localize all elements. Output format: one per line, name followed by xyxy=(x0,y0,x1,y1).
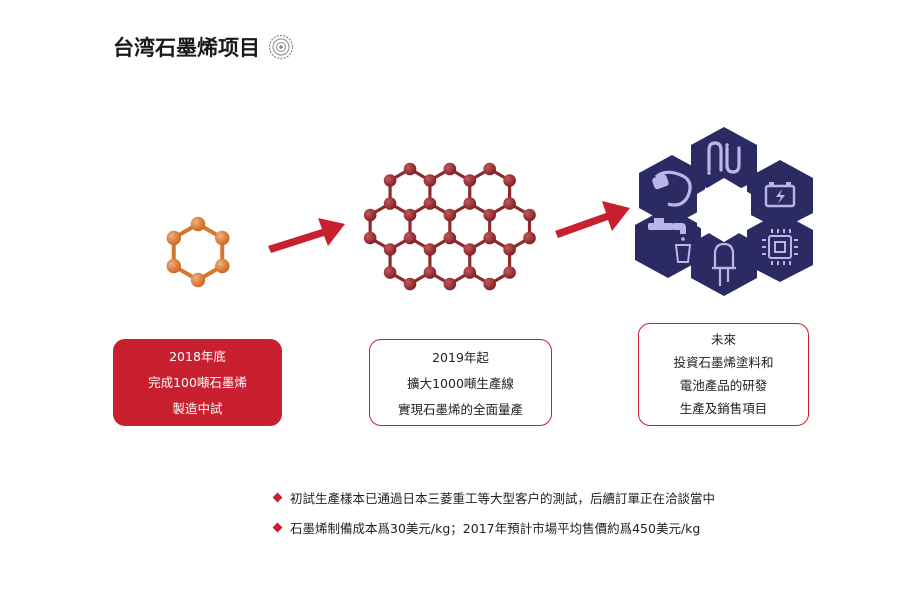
lattice-atom xyxy=(403,277,417,291)
stage-future-line-4: 生產及銷售項目 xyxy=(679,401,768,416)
lattice-atom xyxy=(463,243,477,256)
lattice-atom xyxy=(443,208,457,222)
progress-arrow-1 xyxy=(268,218,345,253)
diamond-bullet-icon xyxy=(272,492,283,502)
small-molecule-atom xyxy=(215,230,230,246)
graphene-lattice-molecule xyxy=(363,162,536,291)
note-text: 初試生產樣本已通過日本三菱重工等大型客户的測試，后續訂單正在洽談當中 xyxy=(290,490,716,506)
lattice-atom xyxy=(483,208,496,222)
stage-2018-box: 2018年底 完成100噸石墨烯 製造中試 xyxy=(113,339,282,426)
lattice-atom xyxy=(443,231,457,245)
hex-bottom-right xyxy=(747,212,813,282)
faucet-icon xyxy=(648,218,692,263)
lattice-atom xyxy=(463,266,477,279)
stage-future-line-2: 投資石墨烯塗料和 xyxy=(673,355,774,370)
progress-arrow-2 xyxy=(555,201,630,238)
page-title: 台湾石墨烯项目 xyxy=(113,32,294,62)
stage-future-line-3: 電池產品的研發 xyxy=(679,378,768,393)
lattice-atom xyxy=(363,231,377,245)
single-hexagon-molecule xyxy=(166,216,230,288)
hex-top xyxy=(691,127,757,197)
wristband-icon xyxy=(652,170,692,207)
lattice-atom xyxy=(443,162,457,176)
lattice-atom xyxy=(523,231,536,245)
lattice-atom xyxy=(423,174,437,187)
note-text: 石墨烯制備成本爲30美元/kg；2017年預計市場平均售價約爲450美元/kg xyxy=(290,520,701,536)
stage-future-line-1: 未來 xyxy=(710,332,736,347)
lattice-atom xyxy=(503,197,516,210)
lattice-atom xyxy=(423,243,437,256)
lattice-atom xyxy=(403,231,417,245)
notes-list: 初試生產樣本已通過日本三菱重工等大型客户的測試，后續訂單正在洽談當中 石墨烯制備… xyxy=(271,489,715,549)
chip-icon xyxy=(762,229,798,265)
lattice-atom xyxy=(423,266,437,279)
small-molecule-atom xyxy=(190,216,206,232)
stage-2018-line-3: 製造中試 xyxy=(172,401,223,416)
battery-icon xyxy=(764,182,796,208)
lattice-atom xyxy=(503,243,516,256)
hex-bottom xyxy=(691,225,757,296)
led-icon xyxy=(712,242,736,286)
stage-2018-line-1: 2018年底 xyxy=(169,349,226,364)
stage-future-box: 未來 投資石墨烯塗料和 電池產品的研發 生產及銷售項目 xyxy=(638,323,809,426)
lattice-atom xyxy=(403,162,417,176)
lattice-atom xyxy=(483,277,496,291)
lattice-atom xyxy=(503,266,516,279)
stage-2018-line-2: 完成100噸石墨烯 xyxy=(148,375,247,390)
small-molecule-atom xyxy=(166,230,181,246)
circuit-pattern-icon xyxy=(707,141,741,175)
lattice-atom xyxy=(383,266,397,279)
stage-2019-box: 2019年起 擴大1000噸生產線 實現石墨烯的全面量產 xyxy=(369,339,552,426)
lattice-atom xyxy=(383,174,397,187)
lattice-atom xyxy=(483,162,496,176)
lattice-atom xyxy=(403,208,417,222)
stage-2019-line-1: 2019年起 xyxy=(432,350,489,365)
lattice-atom xyxy=(423,197,437,210)
lattice-atom xyxy=(383,197,397,210)
small-molecule-atom xyxy=(215,258,230,274)
lattice-atom xyxy=(463,197,477,210)
lattice-atom xyxy=(463,174,477,187)
note-item: 初試生產樣本已通過日本三菱重工等大型客户的測試，后續訂單正在洽談當中 xyxy=(271,489,716,506)
title-text: 台湾石墨烯项目 xyxy=(113,36,260,60)
lattice-atom xyxy=(523,208,536,222)
small-molecule-atom xyxy=(166,258,181,274)
lattice-atom xyxy=(443,277,457,291)
stage-2019-line-3: 實現石墨烯的全面量產 xyxy=(397,402,523,417)
lattice-atom xyxy=(503,174,516,187)
lattice-atom xyxy=(363,208,377,222)
hex-center-empty xyxy=(697,178,751,242)
note-item: 石墨烯制備成本爲30美元/kg；2017年預計市場平均售價約爲450美元/kg xyxy=(271,519,715,536)
diamond-bullet-icon xyxy=(272,522,283,532)
lattice-atom xyxy=(483,231,496,245)
hex-top-left xyxy=(639,155,705,226)
lattice-atom xyxy=(383,243,397,256)
sun-emblem-icon xyxy=(268,34,294,60)
application-hexagon-cluster xyxy=(635,127,813,296)
stage-2019-line-2: 擴大1000噸生產線 xyxy=(407,376,514,391)
small-molecule-atom xyxy=(190,272,206,288)
